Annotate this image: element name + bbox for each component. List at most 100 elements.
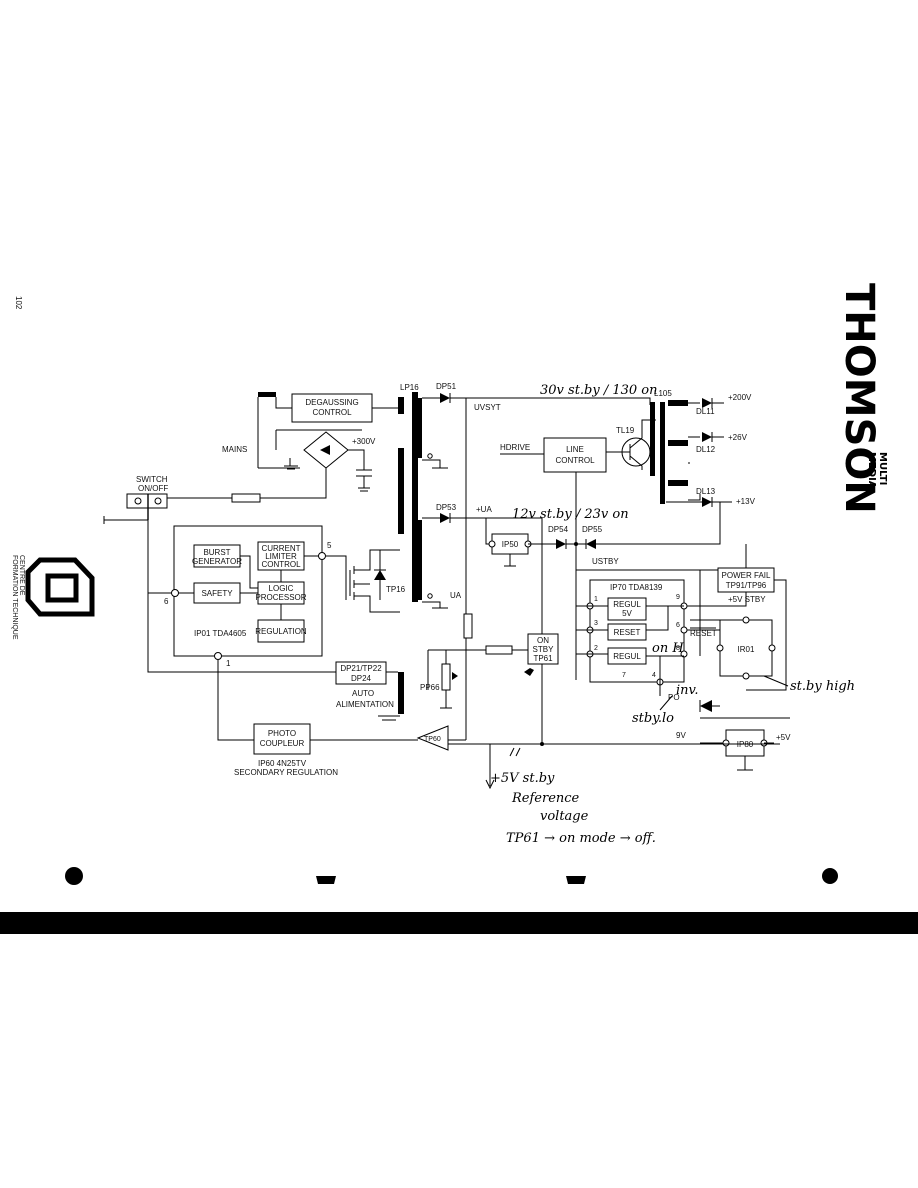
alimentation-label: ALIMENTATION (336, 700, 394, 709)
degaussing-label-2: CONTROL (312, 408, 352, 417)
ip70-pin8: 8 (676, 645, 680, 652)
dl13-label: DL13 (696, 487, 716, 496)
safety-label: SAFETY (201, 589, 233, 598)
note-stby-lo: stby.lo (632, 711, 674, 726)
logo-text-2: FORMATION TECHNIQUE (11, 555, 18, 640)
switch-onoff (126, 493, 168, 509)
limiter-label-3: CONTROL (261, 560, 301, 569)
limiter-label-2: LIMITER (265, 552, 297, 561)
tp16-label: TP16 (386, 585, 406, 594)
ip50-label: IP50 (502, 540, 519, 549)
v200-label: +200V (728, 393, 752, 402)
dp51-label: DP51 (436, 382, 457, 391)
burst-label-1: BURST (203, 548, 230, 557)
dp53-label: DP53 (436, 503, 457, 512)
l105-primary (650, 402, 655, 476)
l105-label: L105 (654, 389, 672, 398)
dp21-label-2: DP24 (351, 674, 372, 683)
on-stby-block (527, 633, 559, 665)
line-control-label-1: LINE (566, 445, 584, 454)
dl11-label: DL11 (696, 407, 715, 416)
photo-label-1: PHOTO (268, 729, 296, 738)
tp60-amplifier (416, 725, 449, 751)
ip60-label-2: SECONDARY REGULATION (234, 768, 338, 777)
secondary-winding-1 (418, 398, 422, 458)
ustby-label: USTBY (592, 557, 619, 566)
tl19-label: TL19 (616, 426, 635, 435)
note-top-voltage: 30v st.by / 130 on (540, 383, 658, 398)
on-stby-label-3: TP61 (533, 654, 553, 663)
brand-sub-media: MEDIA (866, 452, 877, 489)
v300-label: +300V (352, 437, 376, 446)
note-voltage: voltage (540, 809, 589, 824)
burst-label-2: GENERATOR (192, 557, 242, 566)
regul5v-label-1: REGUL (613, 600, 641, 609)
ip70-pin9: 9 (676, 594, 680, 601)
v26-label: +26V (728, 433, 748, 442)
note-mid-voltage: 12v st.by / 23v on (512, 507, 629, 522)
punch-hole-2 (316, 876, 336, 884)
mains-label: MAINS (222, 445, 247, 454)
switch-label-2: ON/OFF (138, 484, 168, 493)
ip01-label: IP01 TDA4605 (194, 629, 247, 638)
scan-edge-bar (0, 912, 918, 934)
v5stby-label: +5V STBY (728, 595, 766, 604)
aux-winding-core (398, 672, 404, 714)
photo-label-2: COUPLEUR (260, 739, 305, 748)
punch-hole-3 (566, 876, 586, 884)
ip70-label: IP70 TDA8139 (610, 583, 663, 592)
page-number: 102 (14, 296, 23, 310)
l105-sec-3 (668, 480, 688, 486)
ip70-pin4: 4 (652, 672, 656, 679)
pin6-label: 6 (164, 597, 169, 606)
note-inv: inv. (676, 683, 698, 698)
reset-block (607, 623, 647, 641)
degauss-coil-core (398, 397, 404, 414)
dp54-label: DP54 (548, 525, 569, 534)
logo-text-1: CENTRE DE (18, 555, 25, 596)
po-label: PO (668, 693, 680, 702)
ip60-label-1: IP60 4N25TV (258, 759, 307, 768)
ip70-pin6: 6 (676, 622, 680, 629)
reset-label: RESET (614, 628, 641, 637)
v9-label: 9V (676, 731, 686, 740)
primary-winding (398, 448, 404, 534)
punch-hole-1 (65, 867, 83, 885)
thomson-brand: THOMSON MULTI MEDIA (836, 283, 888, 514)
dp55-label: DP55 (582, 525, 603, 534)
brand-name: THOMSON (836, 283, 882, 514)
ip70-pin3: 3 (594, 620, 598, 627)
ip70-pin7: 7 (622, 672, 626, 679)
pp66-label: PP66 (420, 683, 440, 692)
logic-label-1: LOGIC (269, 584, 294, 593)
ua-label: +UA (476, 505, 492, 514)
logic-label-2: PROCESSOR (255, 593, 306, 602)
uvsyt-label: UVSYT (474, 403, 501, 412)
degaussing-control-block (291, 393, 373, 423)
power-fail-label-1: POWER FAIL (722, 571, 771, 580)
pin1-label: 1 (226, 659, 231, 668)
dp21-label-1: DP21/TP22 (340, 664, 382, 673)
cft-logo: CENTRE DE FORMATION TECHNIQUE (11, 555, 95, 640)
on-stby-label-1: ON (537, 636, 549, 645)
resistor-r1 (463, 613, 473, 639)
power-fail-label-2: TP91/TP96 (726, 581, 767, 590)
punch-hole-4 (822, 868, 838, 884)
pp66-pot (441, 663, 451, 691)
degaussing-label-1: DEGAUSSING (305, 398, 358, 407)
v5-label: +5V (776, 733, 791, 742)
l105-sec-1 (668, 400, 688, 406)
ua2-label: UA (450, 591, 462, 600)
dp21-block (335, 661, 387, 685)
on-stby-label-2: STBY (533, 645, 555, 654)
line-control-block (543, 437, 607, 473)
ip70-pin2: 2 (594, 645, 598, 652)
tp60-label: TP60 (424, 736, 441, 743)
note-reference: Reference (511, 791, 580, 806)
note-tp61-mode: TP61 → on mode → off. (506, 831, 656, 846)
transformer-core (412, 392, 418, 602)
l105-core (660, 402, 665, 504)
ip70-pin1: 1 (594, 596, 598, 603)
